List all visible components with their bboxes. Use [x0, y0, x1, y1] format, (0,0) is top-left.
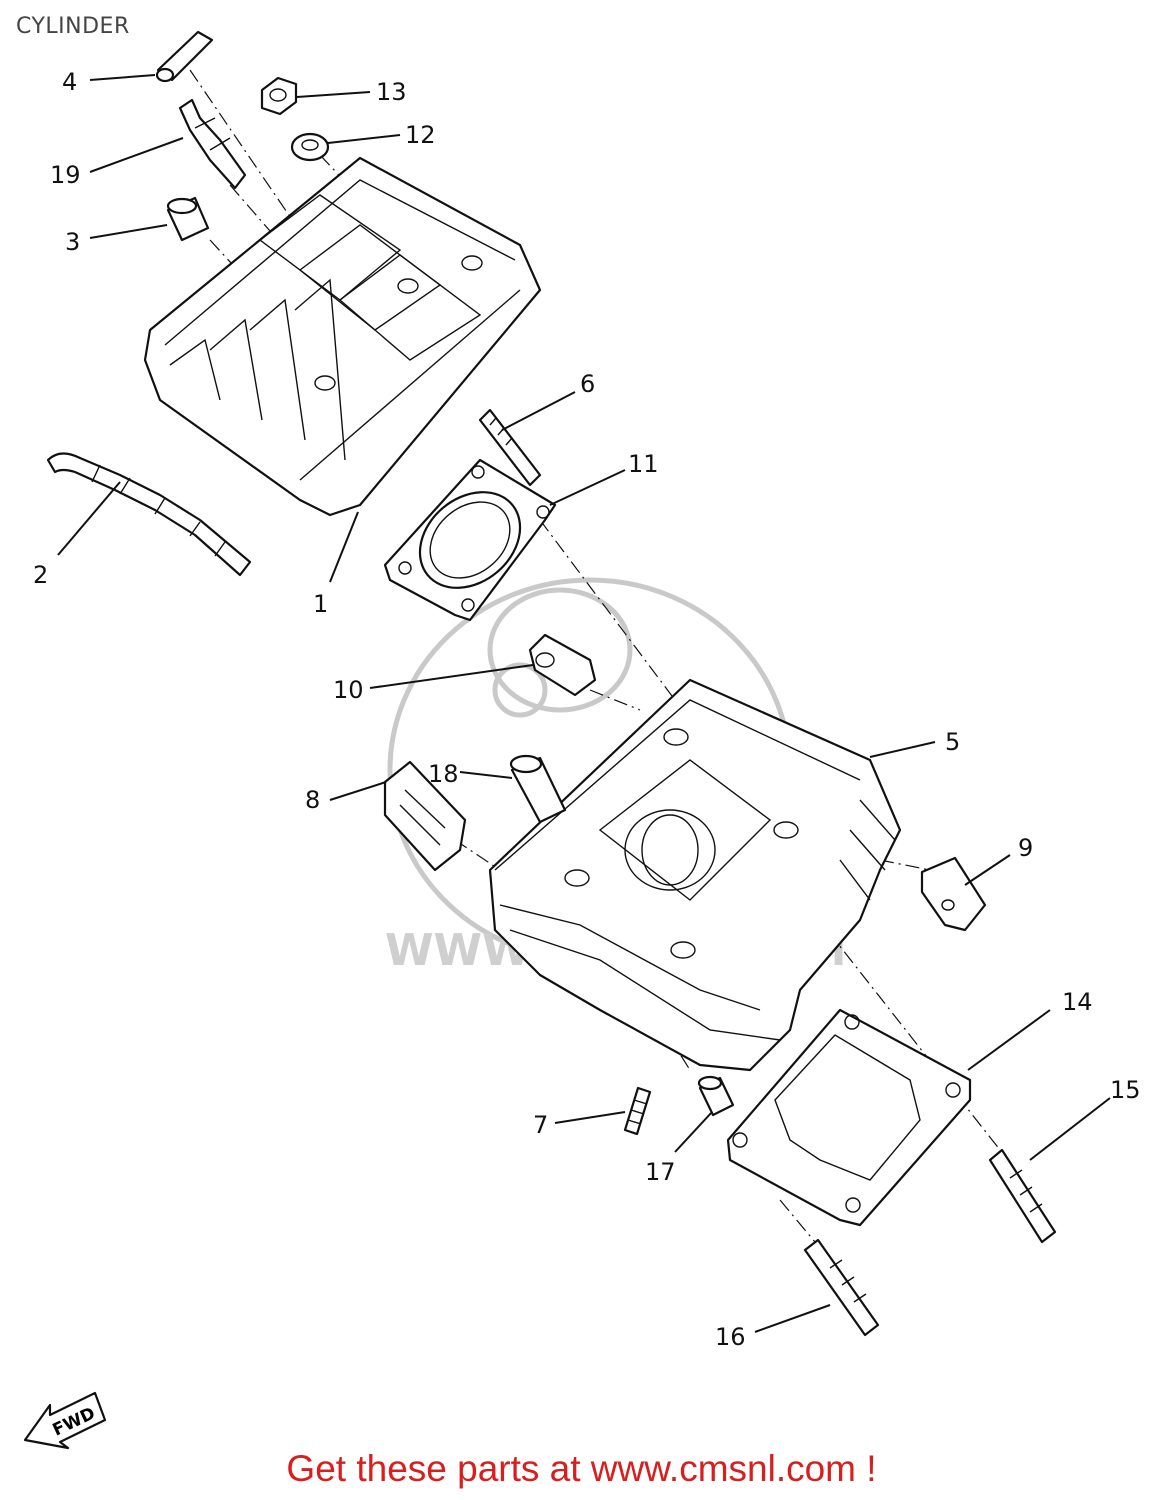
- label-13: 13: [376, 78, 407, 106]
- label-3: 3: [65, 228, 80, 256]
- part-16-stud: [803, 1238, 880, 1337]
- label-18: 18: [428, 760, 459, 788]
- label-14: 14: [1062, 988, 1093, 1016]
- part-13-nut: [260, 76, 298, 116]
- label-2: 2: [33, 561, 48, 589]
- label-8: 8: [305, 786, 320, 814]
- part-18-dowel: [509, 754, 567, 824]
- leader-lines: [57, 74, 1111, 1333]
- label-4: 4: [62, 68, 77, 96]
- label-16: 16: [715, 1323, 746, 1351]
- part-3-cap: [166, 196, 210, 242]
- label-6: 6: [580, 370, 595, 398]
- part-10-fitting: [528, 633, 597, 697]
- part-2-hose: [46, 452, 252, 577]
- label-1: 1: [313, 590, 328, 618]
- label-15: 15: [1110, 1076, 1141, 1104]
- part-4-pin: [155, 30, 214, 83]
- part-17-dowel: [697, 1075, 735, 1117]
- part-12-washer: [290, 132, 330, 162]
- diagram-title: CYLINDER: [16, 14, 130, 39]
- label-17: 17: [645, 1158, 676, 1186]
- part-7-stud: [623, 1086, 652, 1136]
- label-5: 5: [945, 728, 960, 756]
- label-10: 10: [333, 676, 364, 704]
- footer-link[interactable]: Get these parts at www.cmsnl.com !: [286, 1448, 877, 1489]
- label-11: 11: [628, 450, 659, 478]
- forward-direction-arrow-icon: FWD: [23, 1391, 107, 1450]
- part-14-base-gasket: [726, 1008, 972, 1227]
- part-19-spark-plug: [178, 98, 247, 190]
- part-9-block: [920, 856, 987, 932]
- part-11-head-gasket: [383, 458, 557, 622]
- label-12: 12: [405, 121, 436, 149]
- part-labels: 4 13 12 19 3 2 1 6 11 10 5 18 8 9 14 15 …: [33, 68, 1141, 1351]
- part-1-cylinder-head: [143, 156, 542, 517]
- label-9: 9: [1018, 834, 1033, 862]
- part-15-stud: [988, 1148, 1057, 1244]
- part-8-block: [383, 760, 467, 872]
- label-7: 7: [533, 1111, 548, 1139]
- label-19: 19: [50, 161, 81, 189]
